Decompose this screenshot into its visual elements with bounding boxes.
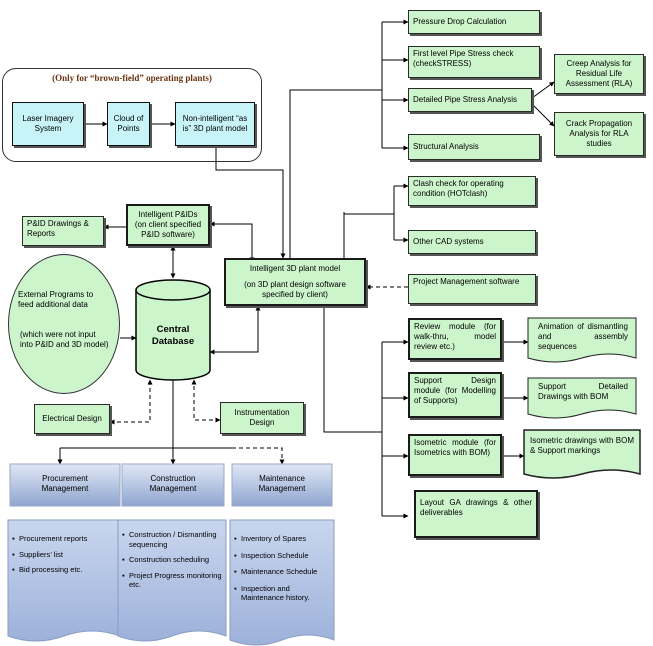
construction-list: Construction / Dismantling sequencing Co… [122,530,222,596]
clash-check-box: Clash check for operating condition (HOT… [408,176,536,206]
central-database-cylinder [135,279,211,381]
support-drawings-label: Support Detailed Drawings with BOM [538,382,628,401]
intelligent-pid-box: Intelligent P&IDs (on client specified P… [126,204,210,246]
list-item: Project Progress monitoring etc. [122,571,222,590]
line-model-to-analysis [289,89,382,258]
support-drawings-doc-shape [527,377,637,419]
model-title: Intelligent 3D plant model [249,264,341,273]
procurement-list: Procurement reports Suppliers’ list Bid … [12,534,116,581]
external-programs-ellipse [8,254,120,394]
list-item: Maintenance Schedule [234,567,330,577]
list-item: Inspection Schedule [234,551,330,561]
first-level-stress-box: First level Pipe Stress check (checkSTRE… [408,46,540,78]
animation-label: Animation of dismantling and assembly se… [538,322,628,351]
electrical-design-box: Electrical Design [34,404,110,434]
procurement-header: Procurement Management [41,474,89,493]
arrow-to-crack [531,103,555,127]
isometric-module-box: Isometric module (for Isometrics with BO… [408,434,502,476]
list-item: Suppliers’ list [12,550,116,560]
cloud-of-points-box: Cloud of Points [107,102,150,146]
iso-drawings-label: Isometric drawings with BOM & Support ma… [530,436,634,455]
laser-imagery-box: Laser Imagery System [12,102,84,146]
list-item: Inspection and Maintenance history. [234,584,330,603]
other-cad-box: Other CAD systems [408,230,536,254]
maintenance-list: Inventory of Spares Inspection Schedule … [234,534,330,605]
review-module-box: Review module (for walk-thru, model revi… [408,318,502,360]
construction-header: Construction Management [149,474,197,493]
instrumentation-design-box: Instrumentation Design [220,402,304,434]
iso-drawings-doc-shape [523,429,641,479]
maintenance-header: Maintenance Management [258,474,306,493]
list-item: Construction scheduling [122,555,222,565]
layout-ga-box: Layout GA drawings & other deliverables [414,490,538,538]
external-programs-text: External Programs to feed additional dat… [18,290,94,309]
brownfield-title: (Only for “brown-field” operating plants… [52,73,212,83]
central-database-label: Central Database [151,324,195,347]
pressure-drop-box: Pressure Drop Calculation [408,10,540,34]
model-subtitle: (on 3D plant design software specified b… [244,280,346,299]
arrow-nonint-to-model [215,144,286,259]
crack-propagation-box: Crack Propagation Analysis for RLA studi… [554,112,644,156]
list-item: Bid processing etc. [12,565,116,575]
list-item: Construction / Dismantling sequencing [122,530,222,549]
arrow-db-model [209,305,261,355]
pid-drawings-box: P&ID Drawings & Reports [22,216,104,246]
list-item: Procurement reports [12,534,116,544]
structural-analysis-box: Structural Analysis [408,134,540,160]
creep-analysis-box: Creep Analysis for Residual Life Assessm… [554,54,644,94]
support-design-module-box: Support Design module (for Modelling of … [408,372,502,418]
arrow-to-creep [531,81,555,99]
brownfield-frame [2,68,262,162]
project-management-box: Project Management software [408,274,536,304]
intelligent-3d-model-box: Intelligent 3D plant model (on 3D plant … [224,258,366,306]
non-intelligent-model-box: Non-intelligent “as is” 3D plant model [175,102,255,146]
external-programs-note: (which were not input into P&ID and 3D m… [20,330,109,349]
arrow-pid-model [209,221,255,263]
detailed-stress-box: Detailed Pipe Stress Analysis [408,88,532,112]
animation-doc-shape [527,317,637,363]
list-item: Inventory of Spares [234,534,330,544]
